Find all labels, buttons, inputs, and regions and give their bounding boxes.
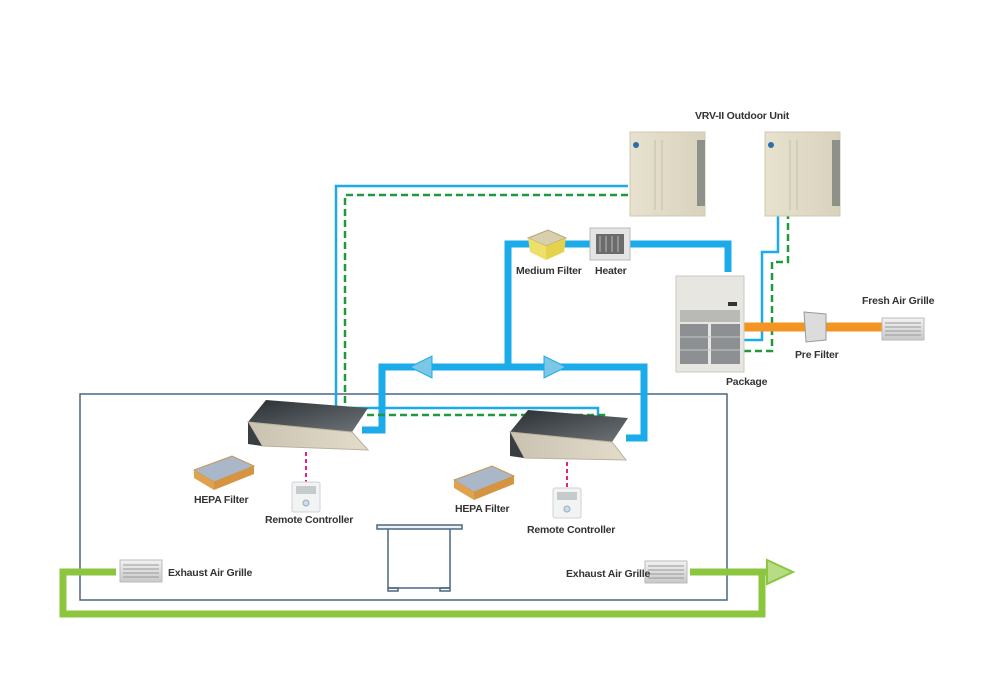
label-exhaust-air-grille-1: Exhaust Air Grille	[168, 567, 252, 579]
exhaust-air-grille-2	[644, 560, 688, 584]
label-remote-controller-1: Remote Controller	[265, 514, 353, 526]
table	[376, 524, 463, 592]
cassette-unit-2	[509, 410, 628, 461]
label-hepa-filter-1: HEPA Filter	[194, 494, 249, 506]
remote-controller-1	[291, 481, 321, 513]
label-pre-filter: Pre Filter	[795, 349, 839, 361]
exhaust-arrow	[766, 558, 796, 586]
label-remote-controller-2: Remote Controller	[527, 524, 615, 536]
exhaust-air-grille-1	[119, 559, 163, 583]
room-outline	[79, 393, 728, 601]
label-package: Package	[726, 376, 768, 388]
package-unit	[675, 275, 745, 373]
outdoor-unit-1	[629, 131, 706, 217]
medium-filter	[526, 229, 568, 260]
cassette-unit-1	[247, 400, 370, 451]
label-exhaust-air-grille-2: Exhaust Air Grille	[566, 568, 650, 580]
hepa-filter-1	[192, 455, 256, 490]
remote-controller-2	[552, 487, 582, 519]
label-heater: Heater	[595, 265, 627, 277]
heater	[589, 227, 631, 261]
pre-filter	[803, 311, 827, 343]
supply-arrow-left	[408, 355, 433, 379]
hepa-filter-2	[452, 465, 516, 500]
outdoor-unit-2	[764, 131, 841, 217]
label-hepa-filter-2: HEPA Filter	[455, 503, 510, 515]
fresh-air-grille	[881, 317, 925, 341]
label-medium-filter: Medium Filter	[516, 265, 582, 277]
label-fresh-air-grille: Fresh Air Grille	[862, 295, 935, 307]
exhaust-duct	[59, 568, 770, 618]
label-outdoor-unit: VRV-II Outdoor Unit	[695, 110, 790, 122]
supply-arrow-right	[543, 355, 568, 379]
